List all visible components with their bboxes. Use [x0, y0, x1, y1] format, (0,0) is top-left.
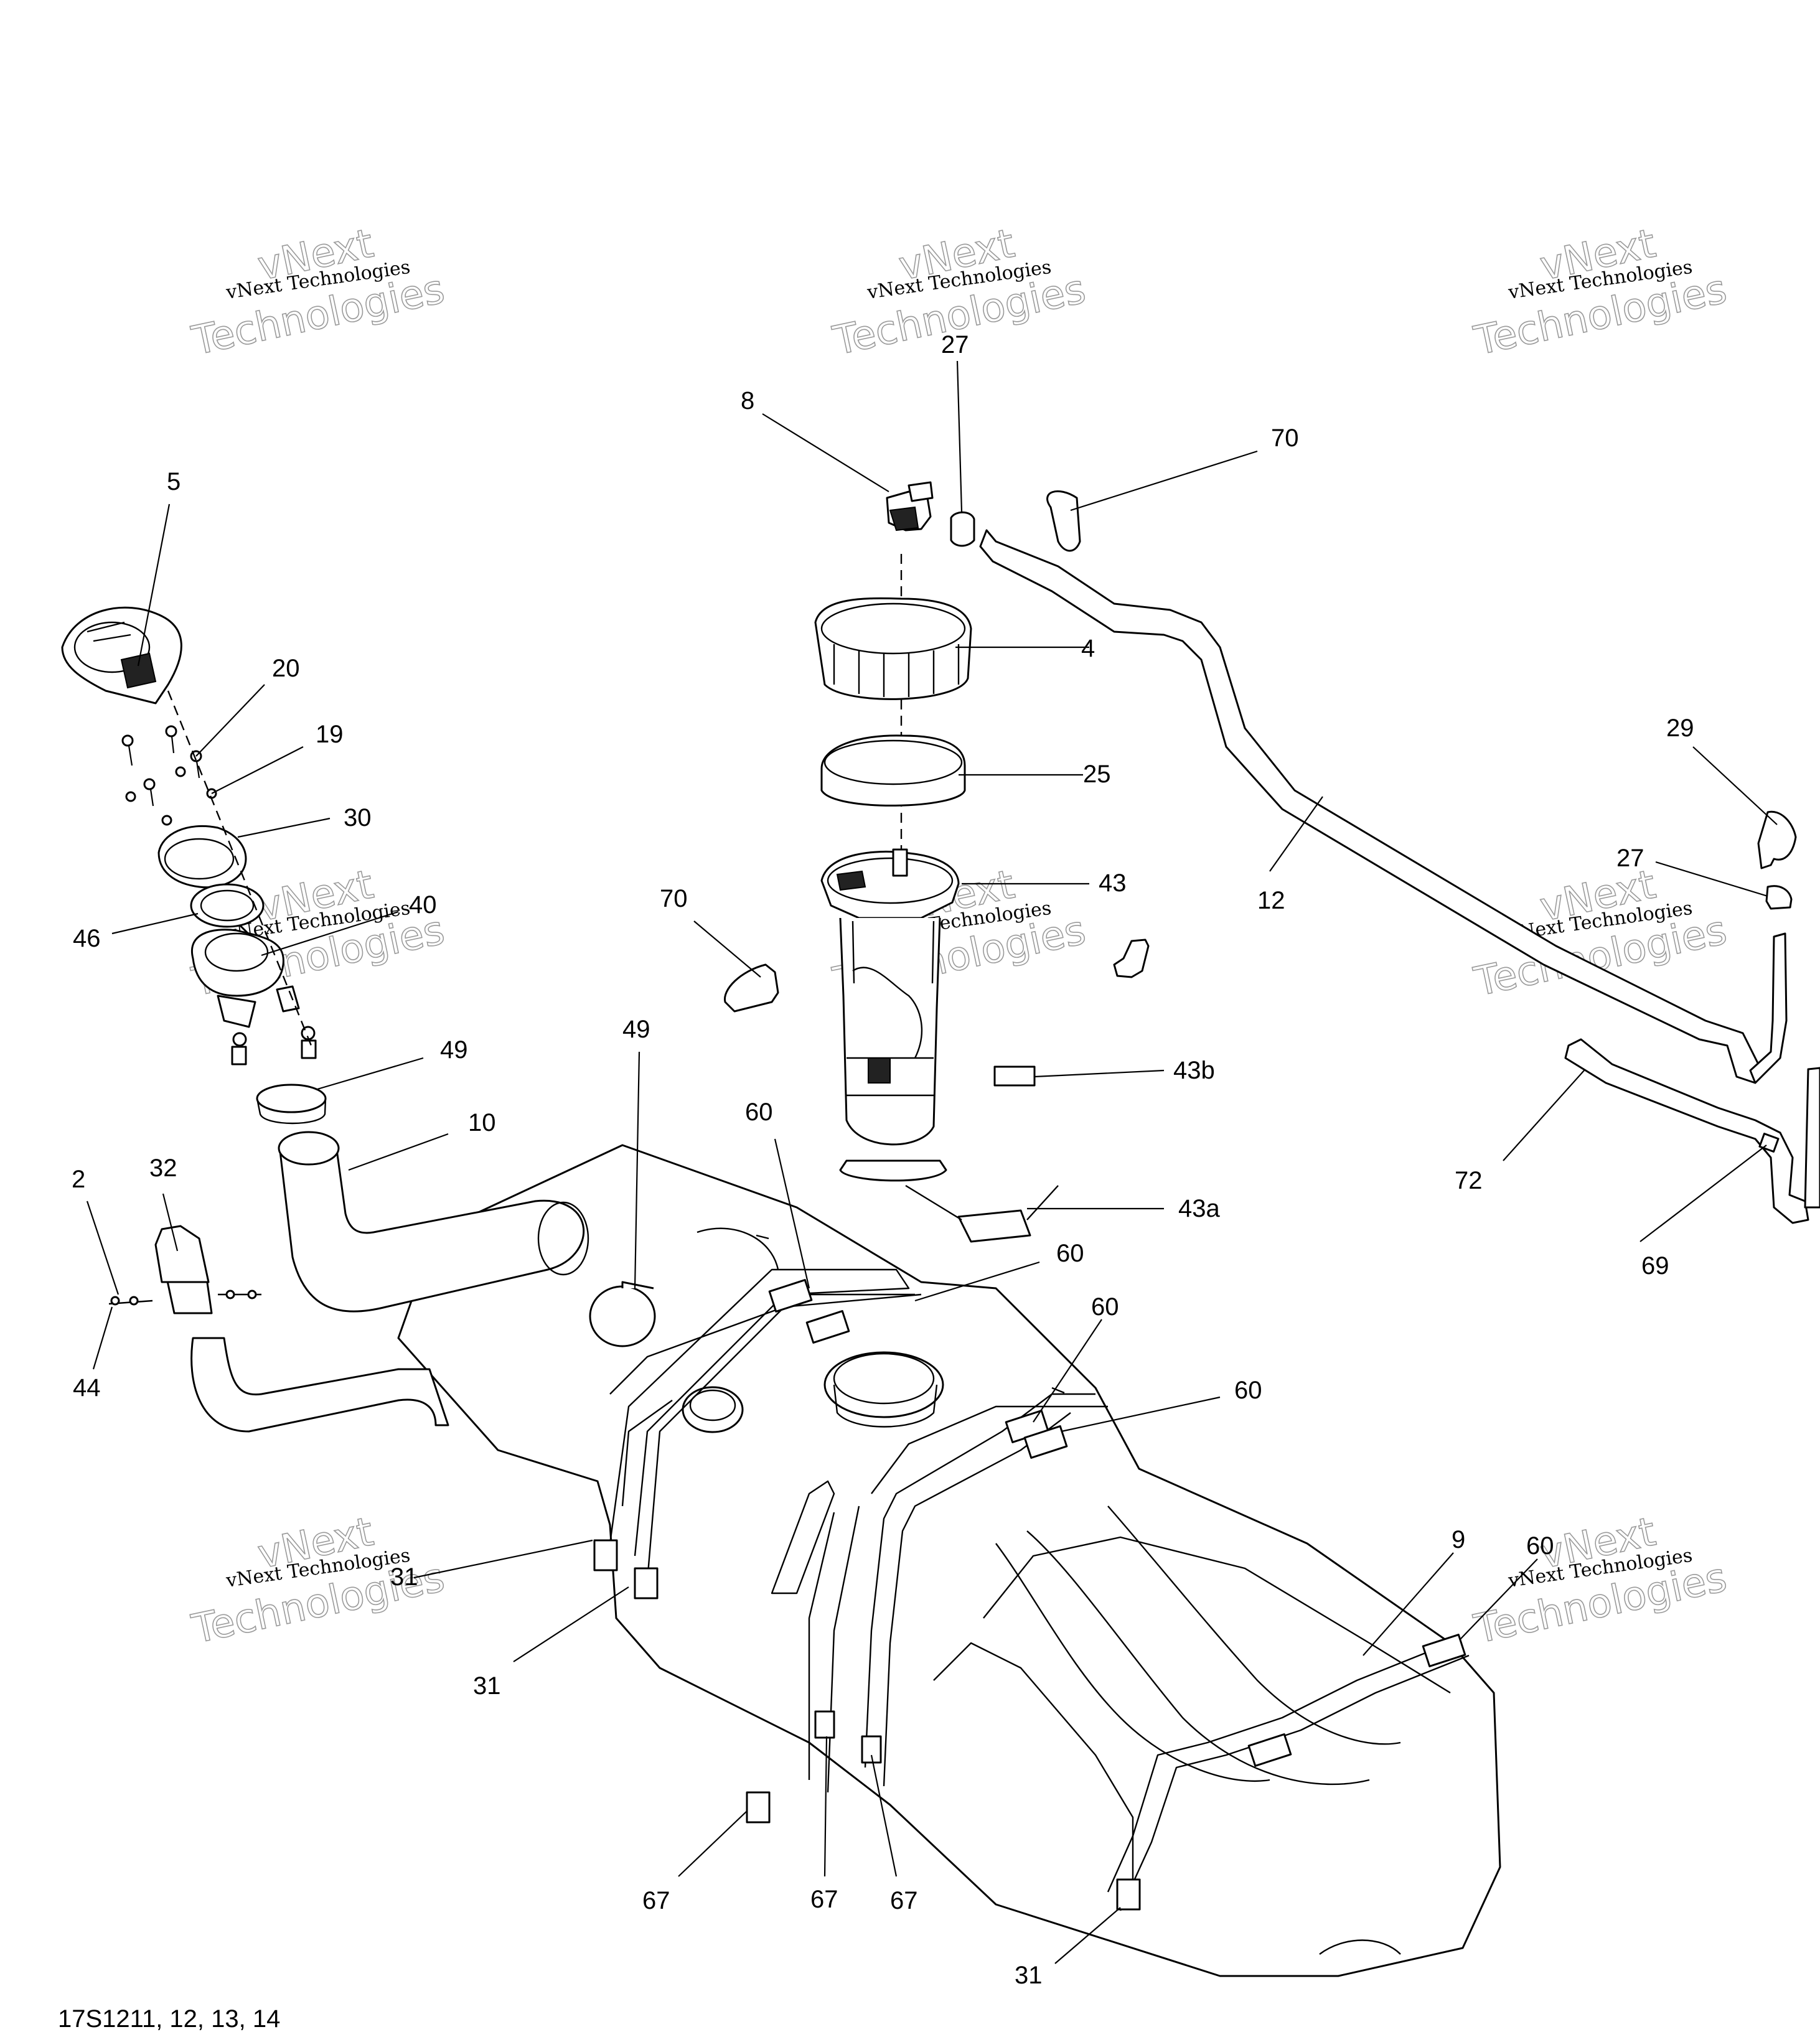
callout-12: 12 [1257, 887, 1285, 914]
watermark-top-right: vNext vNext Technologies Technologies [1470, 220, 1731, 365]
callout-25: 25 [1083, 761, 1111, 788]
leader-lines [86, 360, 1778, 1964]
callout-32: 32 [149, 1154, 177, 1182]
callout-49-mid: 49 [622, 1016, 650, 1043]
callout-19: 19 [316, 721, 344, 748]
callout-29: 29 [1666, 714, 1694, 742]
filler-neck-hose [108, 1131, 589, 1433]
callout-40: 40 [409, 891, 437, 919]
watermark-top-center: vNext vNext Technologies Technologies [828, 220, 1090, 365]
callout-60-c: 60 [1091, 1293, 1119, 1321]
callout-67-a: 67 [642, 1887, 670, 1914]
diagram-reference-code: 17S1211, 12, 13, 14 [58, 2005, 280, 2032]
callout-60-e: 60 [1526, 1532, 1554, 1560]
callout-60-d: 60 [1234, 1377, 1262, 1404]
callout-8: 8 [741, 387, 754, 414]
callout-31-left: 31 [390, 1563, 418, 1591]
callout-72: 72 [1455, 1167, 1483, 1194]
callout-69: 69 [1641, 1252, 1669, 1280]
callout-30: 30 [344, 804, 372, 831]
filler-cap-assembly [61, 606, 327, 1125]
fuel-tank [397, 1144, 1501, 1977]
callout-67-c: 67 [890, 1887, 918, 1914]
callout-60-a: 60 [745, 1098, 773, 1126]
fuel-pump-assembly [814, 481, 1059, 1243]
callout-10: 10 [468, 1109, 496, 1136]
callout-labels: 5 20 19 30 46 40 49 10 2 32 44 8 27 70 4… [72, 331, 1694, 1989]
hose-clamps [589, 1281, 656, 1347]
callout-31-bottom: 31 [1015, 1962, 1043, 1989]
callout-70-top: 70 [1271, 424, 1299, 452]
vent-hoses [723, 490, 1820, 1224]
callout-44: 44 [73, 1374, 101, 1402]
callout-46: 46 [73, 925, 101, 952]
callout-43b: 43b [1173, 1057, 1215, 1084]
callout-70-mid: 70 [660, 885, 688, 912]
callout-5: 5 [167, 468, 181, 495]
callout-43: 43 [1099, 869, 1127, 897]
watermark-bottom-right: vNext vNext Technologies Technologies [1470, 1509, 1731, 1654]
callout-31-mid: 31 [473, 1672, 501, 1700]
watermark-top-left: vNext vNext Technologies Technologies [187, 220, 449, 365]
callout-27-right: 27 [1616, 845, 1644, 872]
callout-43a: 43a [1178, 1195, 1220, 1222]
callout-9: 9 [1452, 1526, 1465, 1553]
callout-2: 2 [72, 1166, 85, 1193]
callout-20: 20 [272, 655, 300, 682]
callout-67-b: 67 [810, 1886, 838, 1913]
callout-4: 4 [1081, 635, 1095, 662]
callout-60-b: 60 [1056, 1240, 1084, 1267]
callout-49-left: 49 [440, 1036, 468, 1064]
callout-27-top: 27 [941, 331, 969, 358]
